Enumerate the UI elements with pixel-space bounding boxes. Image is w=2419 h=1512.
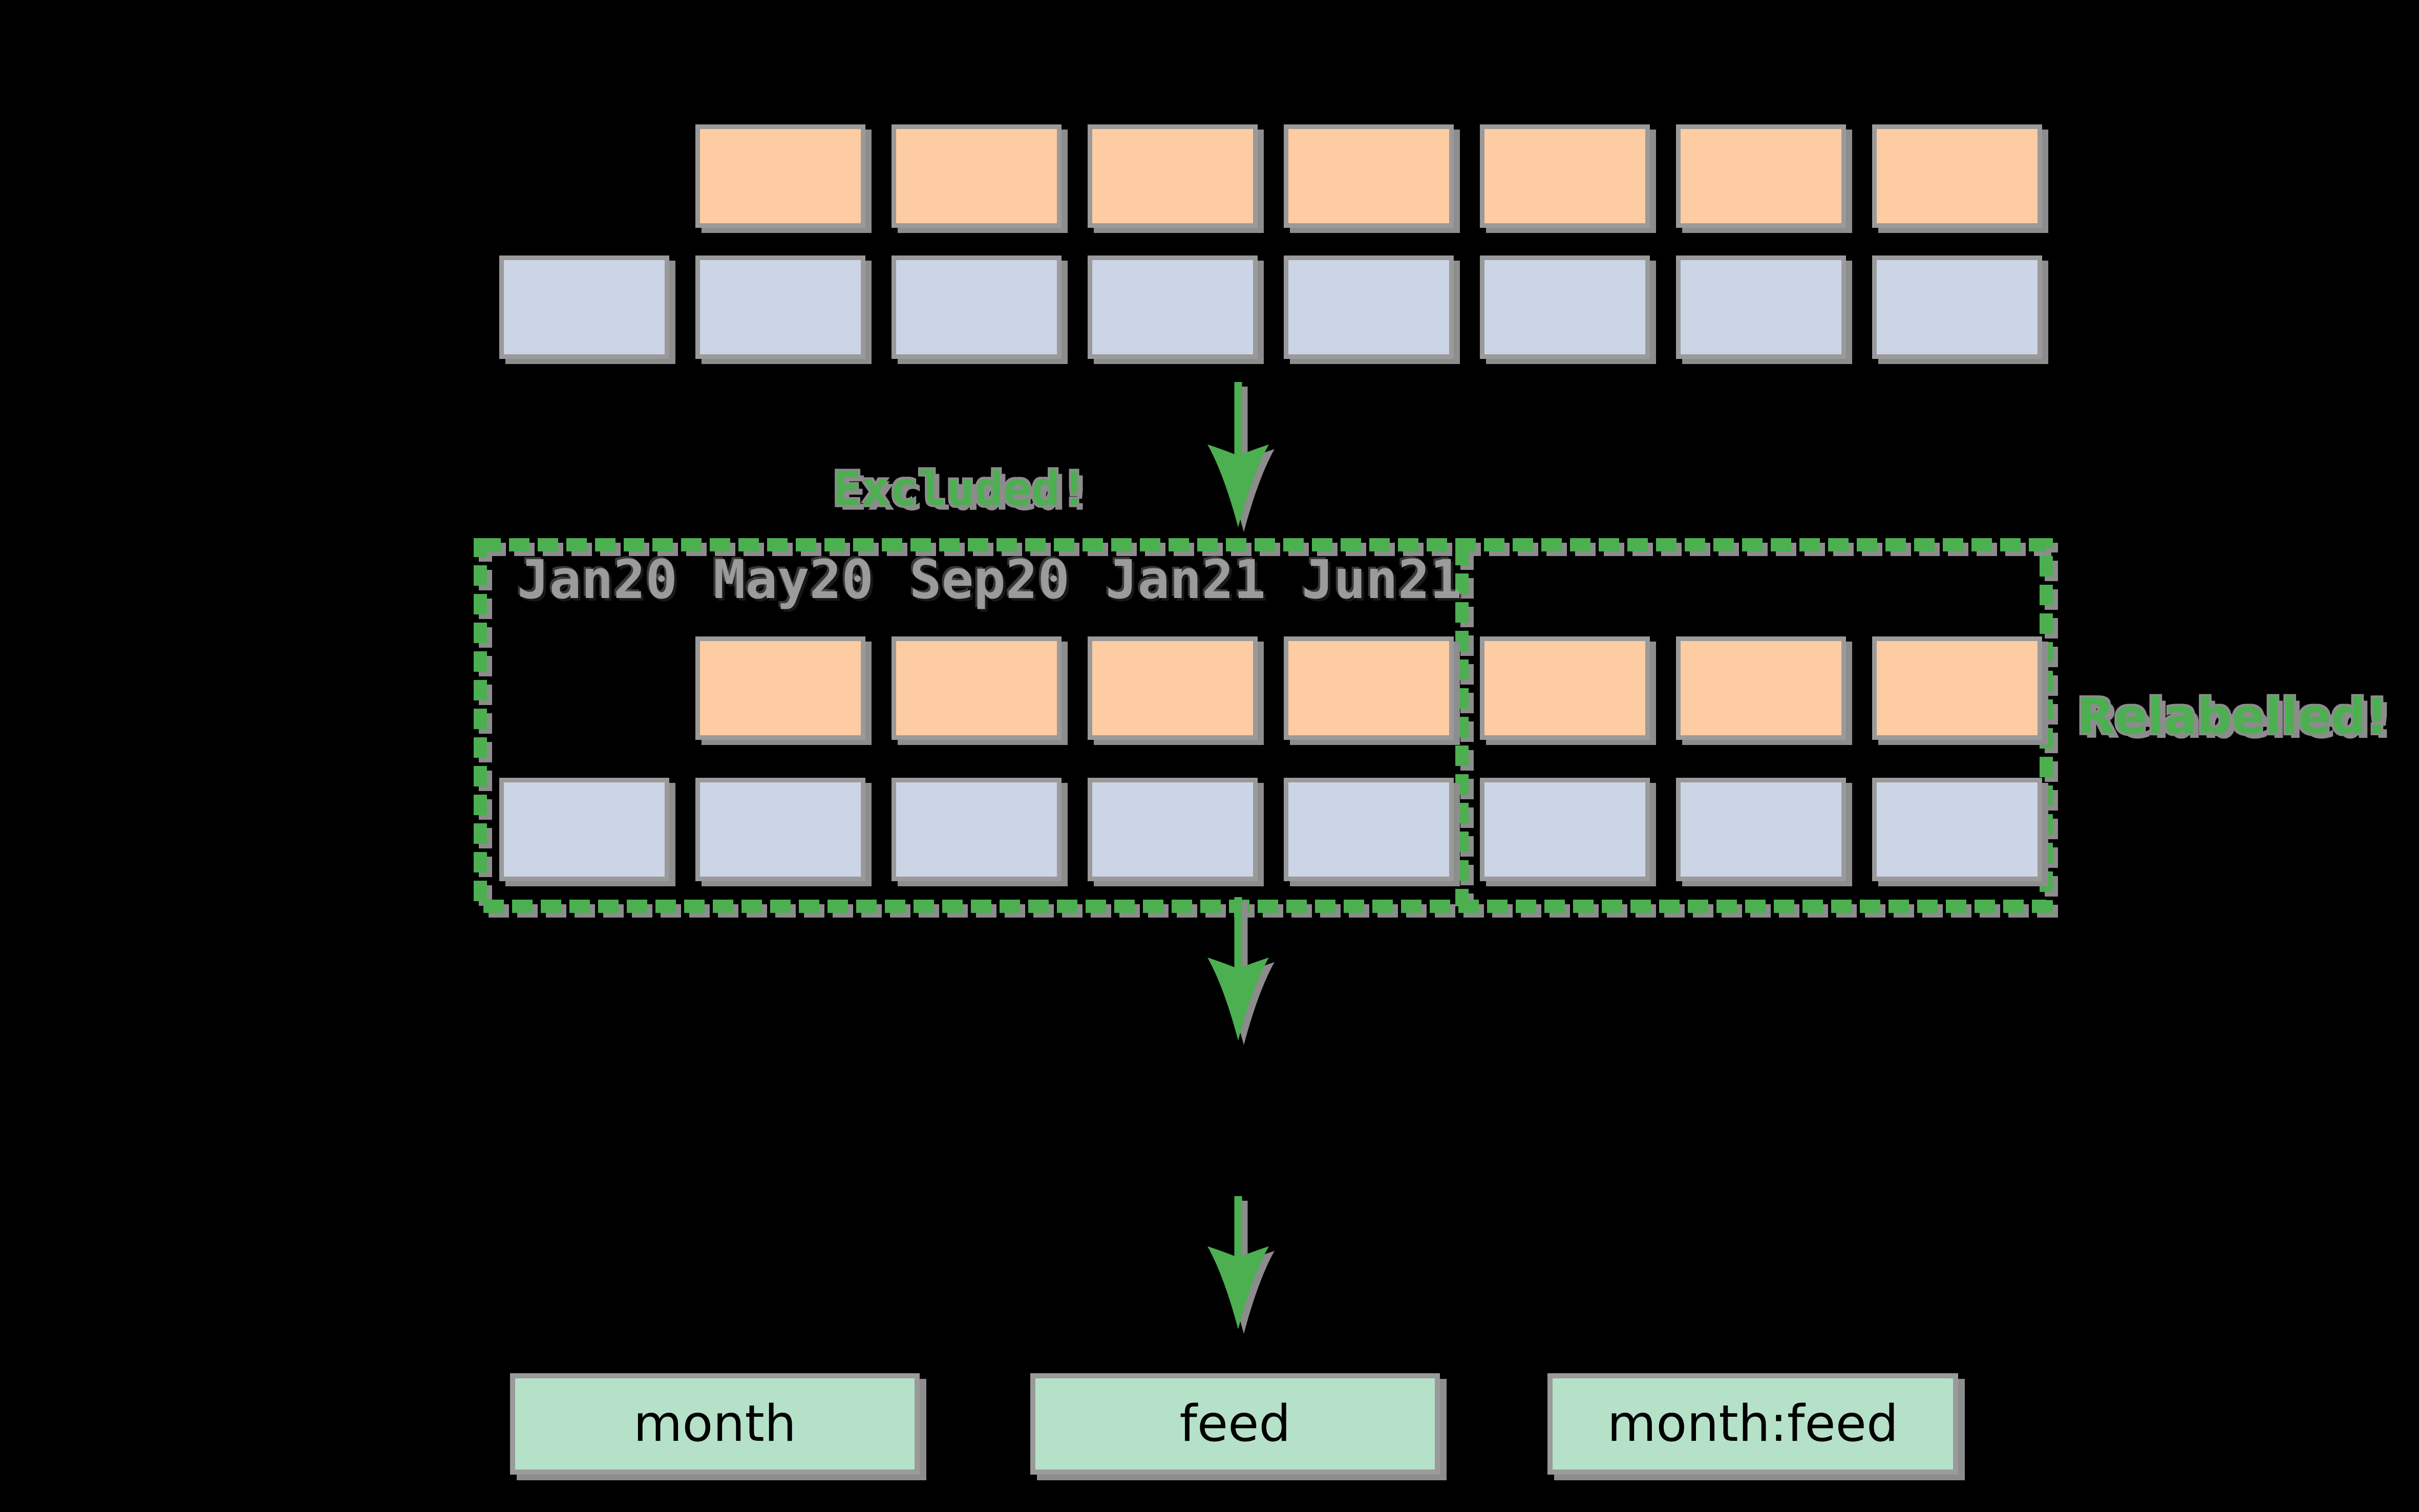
top-grid-cell-blue: [1872, 255, 2042, 359]
top-grid-cell-blue: [892, 255, 1062, 359]
month-label: May20: [713, 548, 874, 611]
month-label: Jun21: [1301, 548, 1462, 611]
top-grid-cell-blue: [1676, 255, 1846, 359]
dashed-grid-cell-blue: [499, 778, 669, 881]
dashed-grid-cell-orange: [1480, 636, 1650, 740]
dashed-grid-cell-blue: [1872, 778, 2042, 881]
excluded-annotation: Excluded!: [833, 461, 1089, 517]
top-grid-cell-orange: [1676, 124, 1846, 228]
top-grid-cell-blue: [1284, 255, 1454, 359]
term-box-month-label: month: [633, 1395, 797, 1453]
dashed-grid-cell-orange: [1284, 636, 1454, 740]
term-box-month: month: [510, 1373, 920, 1475]
top-grid-cell-orange: [1480, 124, 1650, 228]
top-grid-cell-blue: [695, 255, 865, 359]
down-arrow-icon: [1207, 1196, 1269, 1329]
top-grid-cell-orange: [1284, 124, 1454, 228]
dashed-grid-cell-orange: [1676, 636, 1846, 740]
relabelled-annotation: Relabelled!: [2077, 689, 2388, 745]
month-label: Jan21: [1105, 548, 1266, 611]
term-box-feed: feed: [1030, 1373, 1440, 1475]
dashed-grid-cell-orange: [1872, 636, 2042, 740]
dashed-grid-cell-orange: [695, 636, 865, 740]
top-grid-cell-blue: [1088, 255, 1258, 359]
dashed-grid-cell-blue: [1480, 778, 1650, 881]
top-grid-cell-orange: [1088, 124, 1258, 228]
term-box-month-feed-label: month:feed: [1607, 1395, 1899, 1453]
month-label: Jan20: [517, 548, 678, 611]
top-grid-cell-blue: [1480, 255, 1650, 359]
top-grid-cell-orange: [1872, 124, 2042, 228]
dashed-grid-cell-orange: [1088, 636, 1258, 740]
term-box-month-feed: month:feed: [1547, 1373, 1958, 1475]
top-grid-cell-orange: [695, 124, 865, 228]
down-arrow-icon: [1207, 897, 1269, 1040]
dashed-grid-cell-blue: [892, 778, 1062, 881]
dashed-grid-cell-blue: [1676, 778, 1846, 881]
dashed-grid-cell-blue: [1284, 778, 1454, 881]
top-grid-cell-blue: [499, 255, 669, 359]
down-arrow-icon: [1207, 382, 1269, 527]
month-label: Sep20: [909, 548, 1070, 611]
top-grid-cell-orange: [892, 124, 1062, 228]
dashed-grid-cell-blue: [1088, 778, 1258, 881]
dashed-grid-cell-orange: [892, 636, 1062, 740]
dashed-grid-cell-blue: [695, 778, 865, 881]
term-box-feed-label: feed: [1179, 1395, 1291, 1453]
